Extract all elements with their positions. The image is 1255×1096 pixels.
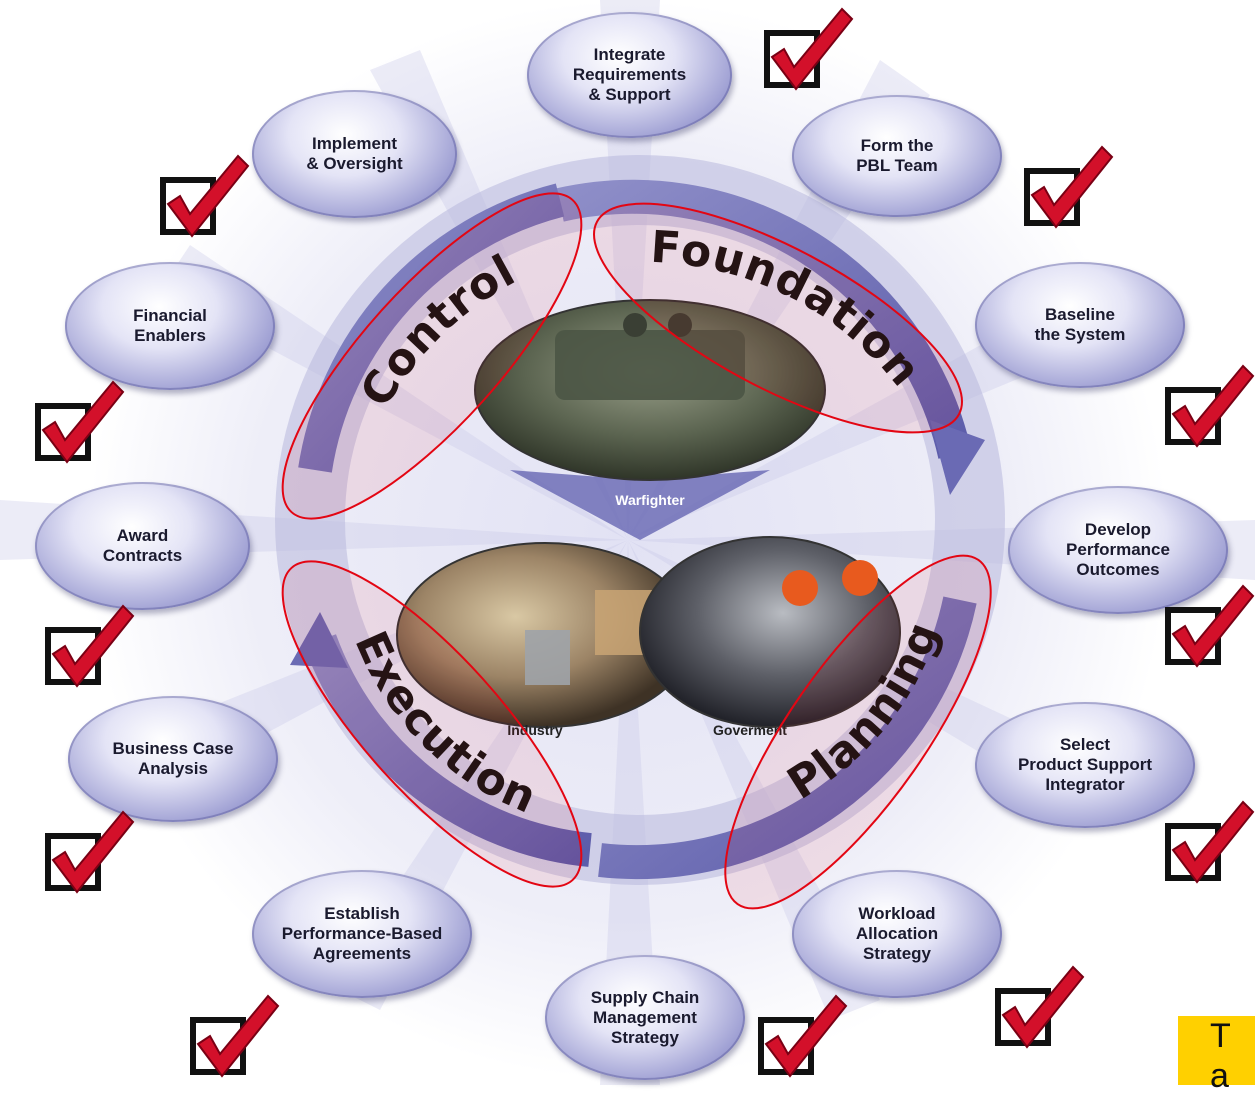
- foundation-arrow-band: [556, 179, 972, 459]
- checkbox-checkmark-icon: [758, 994, 848, 1078]
- step-label: Integrate Requirements & Support: [572, 45, 687, 104]
- highlight-ellipses: [281, 192, 992, 910]
- yellow-note-box: T a: [1178, 1016, 1255, 1095]
- step-label: Establish Performance-Based Agreements: [281, 904, 443, 963]
- checkbox-checkmark-icon: [1024, 145, 1114, 229]
- checkbox-checkmark-icon: [1165, 800, 1255, 884]
- step-form-pbl-team: Form the PBL Team: [792, 95, 1002, 217]
- note-text: T a: [1210, 1017, 1231, 1095]
- step-label: Financial Enablers: [133, 306, 207, 345]
- industry-device: [525, 630, 570, 685]
- step-develop-performance-outcomes: Develop Performance Outcomes: [1008, 486, 1228, 614]
- step-supply-chain-strategy: Supply Chain Management Strategy: [545, 955, 745, 1080]
- step-label: Implement & Oversight: [306, 134, 403, 173]
- step-integrate-requirements: Integrate Requirements & Support: [527, 12, 732, 138]
- warfighter-label: Warfighter: [615, 492, 685, 508]
- hardhat-2: [842, 560, 878, 596]
- tank-shape: [555, 330, 745, 400]
- checkbox-checkmark-icon: [1165, 584, 1255, 668]
- execution-arrow-band: [304, 634, 592, 867]
- step-label: Develop Performance Outcomes: [1066, 520, 1170, 579]
- step-label: Business Case Analysis: [112, 739, 234, 778]
- center-star: [510, 470, 770, 540]
- soldier-2: [668, 313, 692, 337]
- step-award-contracts: Award Contracts: [35, 482, 250, 610]
- checkbox-checkmark-icon: [160, 154, 250, 238]
- checkbox-checkmark-icon: [45, 810, 135, 894]
- step-label: Baseline the System: [1034, 305, 1126, 344]
- soldier-1: [623, 313, 647, 337]
- control-arrow-band: [298, 183, 565, 473]
- step-financial-enablers: Financial Enablers: [65, 262, 275, 390]
- checkbox-checkmark-icon: [764, 7, 854, 91]
- checkbox-checkmark-icon: [1165, 364, 1255, 448]
- step-baseline-system: Baseline the System: [975, 262, 1185, 388]
- government-label: Goverment: [713, 722, 787, 738]
- step-implement-oversight: Implement & Oversight: [252, 90, 457, 218]
- step-workload-allocation-strategy: Workload Allocation Strategy: [792, 870, 1002, 998]
- checkbox-checkmark-icon: [995, 965, 1085, 1049]
- foundation-arrowhead: [930, 420, 985, 495]
- step-label: Supply Chain Management Strategy: [590, 987, 700, 1047]
- step-select-product-support-integrator: Select Product Support Integrator: [975, 702, 1195, 828]
- step-label: Workload Allocation Strategy: [855, 904, 939, 963]
- checkbox-checkmark-icon: [45, 604, 135, 688]
- planning-arrow-band: [598, 596, 977, 880]
- execution-highlight: [281, 560, 583, 888]
- planning-highlight: [724, 554, 992, 910]
- execution-arrowhead: [290, 612, 348, 668]
- government-photo: [639, 536, 901, 728]
- step-business-case-analysis: Business Case Analysis: [68, 696, 278, 822]
- step-label: Award Contracts: [102, 526, 183, 565]
- foundation-highlight: [593, 202, 963, 434]
- step-label: Form the PBL Team: [856, 136, 938, 175]
- control-highlight: [281, 192, 583, 520]
- checkbox-checkmark-icon: [35, 380, 125, 464]
- checkbox-checkmark-icon: [190, 994, 280, 1078]
- hardhat-1: [782, 570, 818, 606]
- step-establish-agreements: Establish Performance-Based Agreements: [252, 870, 472, 998]
- step-label: Select Product Support Integrator: [1017, 735, 1153, 794]
